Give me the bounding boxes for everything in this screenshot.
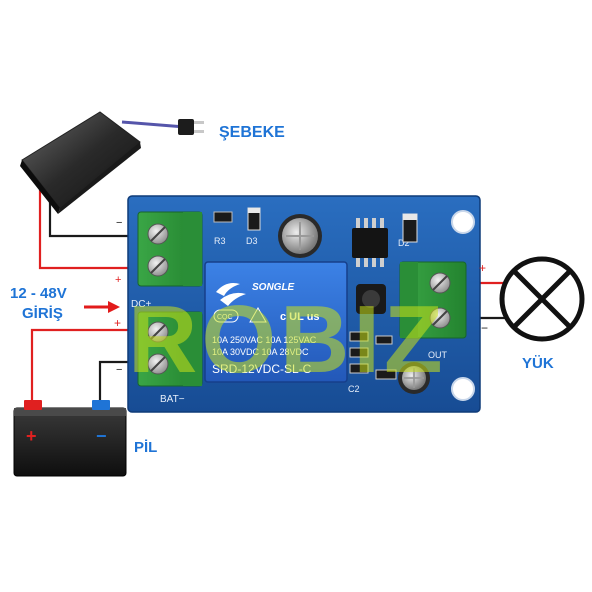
load-minus-sign: − (481, 321, 488, 335)
mounting-hole (451, 377, 475, 401)
load-plus-sign: + (479, 261, 486, 275)
out-silkscreen: OUT (428, 350, 448, 360)
battery-plus-sign: + (114, 316, 121, 330)
adapter-negative-wire (48, 195, 150, 238)
capacitor-large (278, 214, 322, 258)
battery-minus-sign: − (116, 364, 122, 376)
ic-chip (352, 228, 388, 258)
load-label: YÜK (522, 355, 554, 372)
d2-silkscreen: D2 (398, 238, 410, 248)
relay-rating-1: 10A 250VAC 10A 125VAC (212, 335, 317, 345)
input-minus-sign: − (116, 217, 122, 229)
smd-part (375, 335, 393, 345)
input-arrow (84, 301, 120, 313)
c2-silkscreen: C2 (348, 384, 360, 394)
battery-plus-mark: + (26, 426, 37, 446)
plug-cord-wire (121, 120, 186, 129)
bat-minus-silkscreen: BAT− (160, 394, 185, 405)
smd-part (375, 369, 397, 380)
relay-brand: SONGLE (252, 282, 295, 293)
dc-plus-silkscreen: DC+ (131, 299, 151, 310)
mains-label: ŞEBEKE (219, 124, 285, 141)
cqc-mark (213, 309, 239, 323)
battery-positive-post (24, 400, 42, 410)
mounting-hole (451, 210, 475, 234)
input-plus-sign: + (115, 274, 121, 286)
mains-plug (178, 119, 204, 135)
relay: SONGLE CQC c UL us 10A 250VAC 10A 125VAC… (204, 261, 348, 383)
power-adapter (20, 111, 141, 214)
smd-components (213, 207, 418, 380)
resistor-r3 (213, 211, 233, 223)
relay-cert2: c UL us (280, 311, 320, 323)
relay-model: SRD-12VDC-SL-C (212, 362, 312, 376)
load-lamp-symbol (499, 256, 585, 342)
smd-part (349, 363, 369, 374)
songle-logo (216, 283, 240, 296)
input-terminal-block (137, 211, 203, 287)
output-terminal-block (399, 261, 467, 339)
battery-minus-mark: − (96, 426, 107, 446)
input-voltage-label: 12 - 48V (10, 285, 67, 302)
smd-part (349, 347, 369, 358)
relay-cert1: CQC (217, 314, 233, 321)
battery-positive-wire (30, 328, 150, 402)
battery: + − (13, 400, 127, 477)
warning-mark (249, 306, 267, 323)
adapter-positive-wire (38, 190, 150, 270)
input-word-label: GİRİŞ (22, 305, 63, 322)
battery-label: PİL (134, 439, 157, 456)
capacitor-small (398, 362, 430, 394)
watermark: ROBIZ (128, 286, 447, 393)
d3-silkscreen: D3 (246, 236, 258, 246)
r3-silkscreen: R3 (214, 236, 226, 246)
relay-rating-2: 10A 30VDC 10A 28VDC (212, 347, 309, 357)
smd-part (349, 331, 369, 342)
battery-negative-post (92, 400, 110, 410)
battery-terminal-block (137, 311, 203, 387)
